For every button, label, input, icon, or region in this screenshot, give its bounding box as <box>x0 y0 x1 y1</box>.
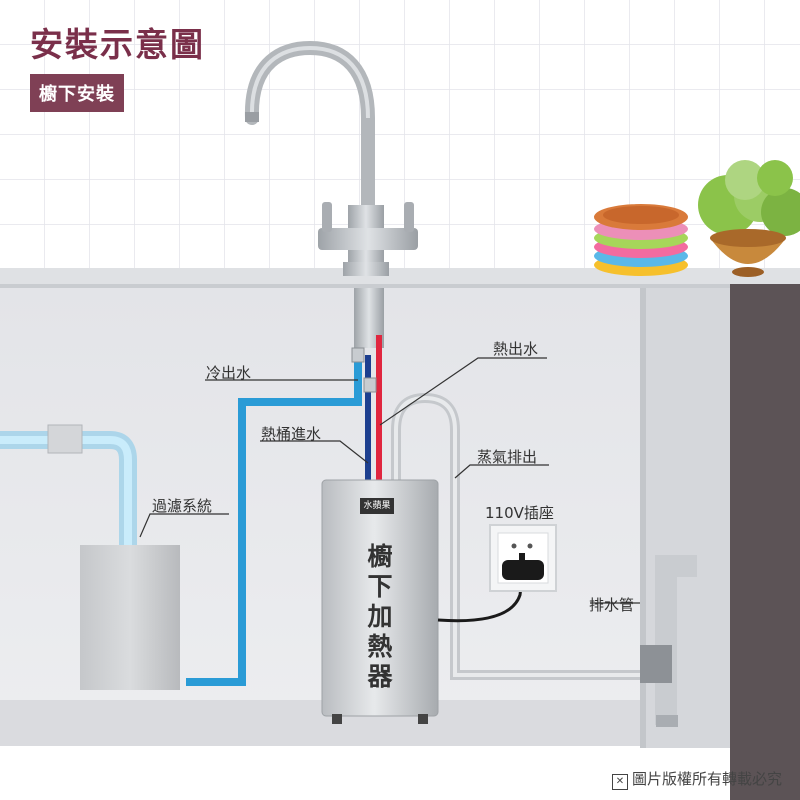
heater-label: 櫥下加熱器 <box>367 542 393 691</box>
copyright-notice: ✕圖片版權所有轉載必究 <box>611 768 782 790</box>
subtitle-badge: 櫥下安裝 <box>30 74 124 112</box>
heater-brand-logo: 水蘋果 <box>360 498 394 514</box>
filter-system <box>0 424 180 690</box>
label-hot-out: 熱出水 <box>493 340 539 358</box>
label-steam-out: 蒸氣排出 <box>477 448 538 466</box>
under-sink-heater <box>321 479 439 724</box>
cold-water-pipe <box>186 355 362 686</box>
page-title: 安裝示意圖 <box>30 25 205 64</box>
cabinet-side-panel <box>730 284 800 800</box>
label-cold-out: 冷出水 <box>206 364 252 382</box>
faucet <box>244 40 418 276</box>
wooden-bowl-icon <box>710 229 786 277</box>
leader-lines <box>139 357 640 604</box>
label-tank-in: 熱桶進水 <box>261 425 322 443</box>
copyright-box-icon: ✕ <box>611 774 628 790</box>
label-socket: 110V插座 <box>485 504 554 522</box>
plates-icon <box>594 204 688 276</box>
drain-pipe <box>640 555 697 727</box>
power-cord <box>437 577 524 623</box>
power-socket <box>489 524 557 592</box>
label-drain: 排水管 <box>589 596 635 614</box>
lettuce-icon <box>698 160 800 236</box>
copyright-text: 圖片版權所有轉載必究 <box>631 770 782 788</box>
label-filter: 過濾系統 <box>152 497 213 515</box>
countertop <box>0 268 800 286</box>
